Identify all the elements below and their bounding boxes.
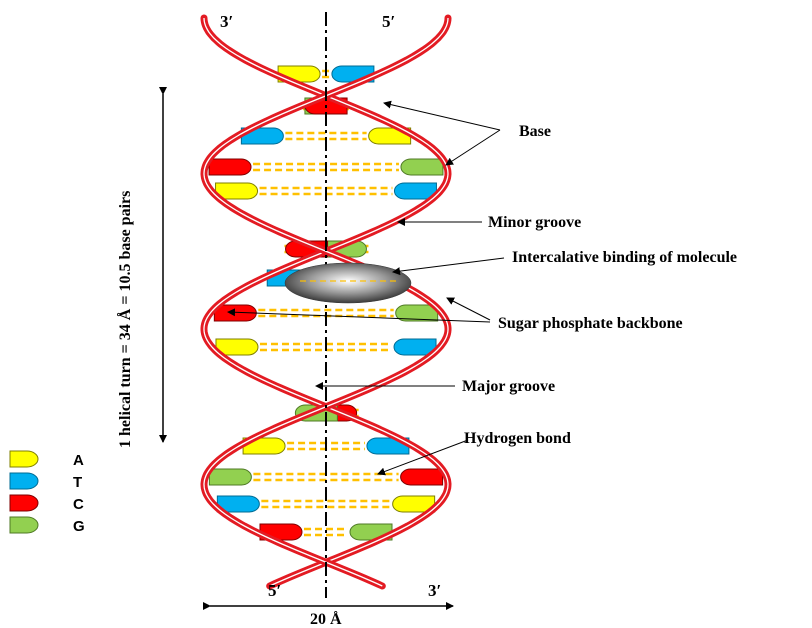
legend-label-t: T [73,474,82,491]
top-right-end: 5′ [382,12,395,31]
base-c [209,159,251,175]
adenine-swatch [10,451,38,467]
guanine-swatch [10,517,38,533]
minor-groove-label: Minor groove [488,214,581,231]
intercalating-molecule [285,263,411,303]
major-groove-label: Major groove [462,378,555,395]
bottom-right-end: 3′ [428,581,441,600]
legend-label-g: G [73,518,85,535]
helical-turn-dimension: 1 helical turn = 34 Å = 10.5 base pairs [116,94,163,448]
thymine-swatch [10,473,38,489]
legend-item-c: C [10,495,84,513]
base-legend: A T C G [10,451,85,535]
width-dimension: 20 Å [210,606,453,628]
helical-turn-label: 1 helical turn = 34 Å = 10.5 base pairs [116,191,134,448]
base-g [401,159,443,175]
cytosine-swatch [10,495,38,511]
base-label: Base [519,123,551,140]
base-g [209,469,251,485]
width-label: 20 Å [310,610,342,628]
base-c [401,469,443,485]
legend-item-a: A [10,451,84,469]
top-left-end: 3′ [220,12,233,31]
hydrogen-bond-label: Hydrogen bond [464,430,571,447]
legend-item-g: G [10,517,85,535]
bottom-left-end: 5′ [268,581,281,600]
backbone-label: Sugar phosphate backbone [498,315,683,332]
legend-label-a: A [73,452,84,469]
legend-item-t: T [10,473,82,491]
intercalative-binding-label: Intercalative binding of molecule [512,249,737,266]
legend-label-c: C [73,496,84,513]
